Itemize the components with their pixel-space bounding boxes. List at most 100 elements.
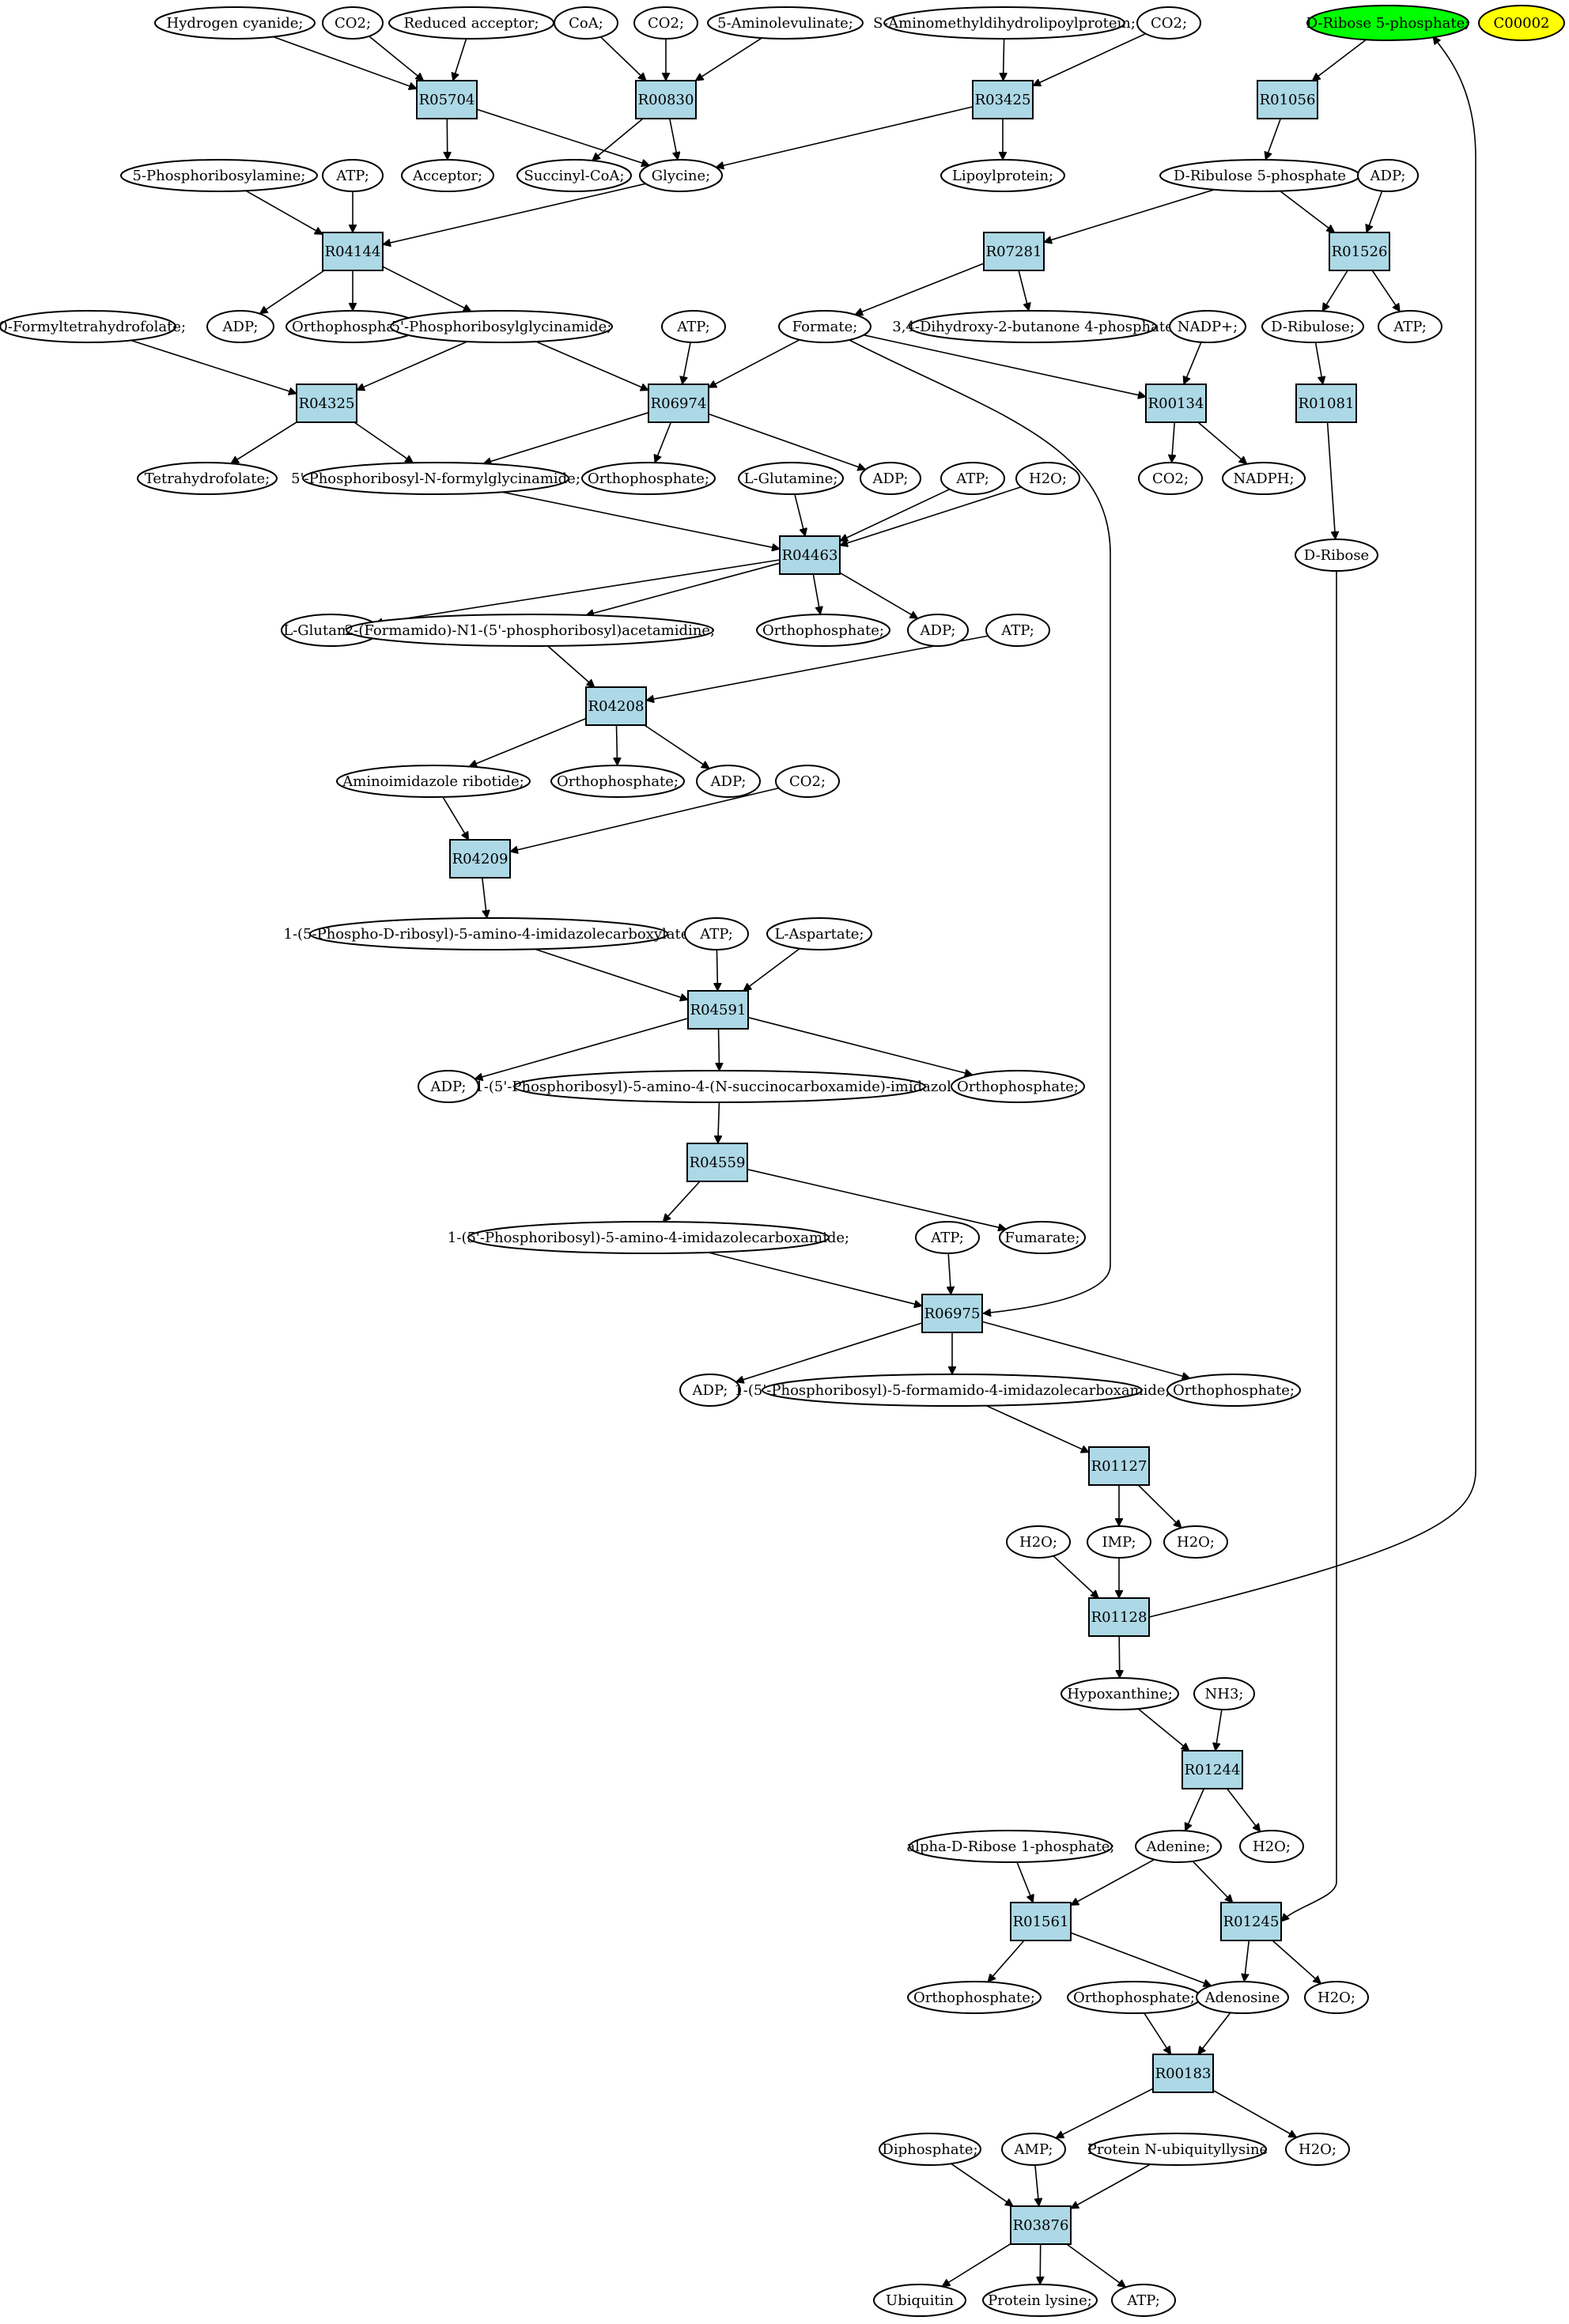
compound-adp-5[interactable]: ADP;: [418, 1070, 479, 1103]
compound-h2o-r01127[interactable]: H2O;: [1163, 1525, 1228, 1559]
compound-atp-5[interactable]: ATP;: [684, 917, 749, 950]
compound-succinyl-coa[interactable]: Succinyl-CoA;: [516, 159, 632, 192]
compound-orthophosphate-4[interactable]: Orthophosphate;: [550, 765, 685, 798]
compound-adenosine[interactable]: Adenosine: [1196, 1981, 1289, 2014]
compound-adp-2[interactable]: ADP;: [860, 462, 921, 495]
compound-saicar[interactable]: 1-(5'-Phosphoribosyl)-5-amino-4-(N-succi…: [474, 1070, 965, 1103]
reaction-r04325[interactable]: R04325: [296, 384, 357, 423]
reaction-r04209[interactable]: R04209: [449, 839, 511, 879]
compound-co2-b[interactable]: CO2;: [633, 6, 698, 40]
compound-h2o-1[interactable]: H2O;: [1015, 462, 1080, 495]
compound-diphosphate[interactable]: Diphosphate;: [879, 2133, 981, 2166]
compound-dihydroxy-butanone[interactable]: 3,4-Dihydroxy-2-butanone 4-phosphate: [892, 310, 1174, 343]
compound-orthophosphate-2[interactable]: Orthophosphate;: [581, 462, 716, 495]
compound-orthophosphate-7[interactable]: Orthophosphate;: [907, 1981, 1042, 2014]
compound-nadph[interactable]: NADPH;: [1222, 462, 1306, 495]
compound-protein-n-ubiquityllysine[interactable]: Protein N-ubiquityllysine: [1087, 2133, 1268, 2166]
compound-aminolevulinate[interactable]: 5-Aminolevulinate;: [707, 6, 864, 40]
compound-adenine[interactable]: Adenine;: [1135, 1830, 1222, 1863]
compound-l-glutamine[interactable]: L-Glutamine;: [738, 462, 844, 495]
reaction-r04463[interactable]: R04463: [779, 535, 841, 575]
reaction-r01127[interactable]: R01127: [1088, 1446, 1150, 1486]
reaction-r03425[interactable]: R03425: [972, 80, 1034, 119]
compound-hydrogen-cyanide[interactable]: Hydrogen cyanide;: [154, 6, 316, 40]
compound-atp-2[interactable]: ATP;: [661, 310, 726, 343]
compound-imp[interactable]: IMP;: [1087, 1525, 1151, 1559]
reaction-r04559[interactable]: R04559: [686, 1143, 748, 1182]
compound-fumarate[interactable]: Fumarate;: [999, 1221, 1086, 1254]
compound-coa[interactable]: CoA;: [554, 6, 618, 40]
compound-atp-r01526[interactable]: ATP;: [1378, 310, 1442, 343]
compound-ubiquitin[interactable]: Ubiquitin: [873, 2284, 966, 2317]
compound-h2o-r00183[interactable]: H2O;: [1285, 2133, 1350, 2166]
reaction-r06975[interactable]: R06975: [921, 1294, 983, 1333]
compound-h2o-r01244[interactable]: H2O;: [1239, 1830, 1304, 1863]
compound-glycine[interactable]: Glycine;: [639, 159, 723, 192]
compound-phosphoribosylamine[interactable]: 5-Phosphoribosylamine;: [120, 159, 318, 192]
compound-adp-r01526[interactable]: ADP;: [1357, 159, 1419, 192]
compound-s-aminomethyl[interactable]: S-Aminomethyldihydrolipoylprotein;: [873, 6, 1136, 40]
reaction-r04591[interactable]: R04591: [687, 990, 749, 1030]
compound-d-ribulose-5p[interactable]: D-Ribulose 5-phosphate: [1159, 159, 1360, 192]
compound-hypoxanthine[interactable]: Hypoxanthine;: [1060, 1677, 1179, 1710]
compound-adp-6[interactable]: ADP;: [679, 1374, 741, 1407]
compound-orthophosphate-1[interactable]: Orthophosphate;: [285, 310, 420, 343]
compound-protein-lysine[interactable]: Protein lysine;: [982, 2284, 1098, 2317]
compound-co2-d[interactable]: CO2;: [1138, 462, 1203, 495]
compound-adp-3[interactable]: ADP;: [907, 614, 969, 647]
compound-adp-4[interactable]: ADP;: [696, 765, 761, 798]
reaction-r00830[interactable]: R00830: [635, 80, 697, 119]
compound-cair[interactable]: 1-(5-Phospho-D-ribosyl)-5-amino-4-imidaz…: [284, 917, 694, 950]
reaction-r01526[interactable]: R01526: [1329, 232, 1390, 271]
reaction-r04144[interactable]: R04144: [322, 232, 384, 271]
compound-atp-3[interactable]: ATP;: [940, 462, 1005, 495]
compound-nadp-plus[interactable]: NADP+;: [1169, 310, 1246, 343]
compound-tetrahydrofolate[interactable]: Tetrahydrofolate;: [137, 462, 278, 495]
compound-faicar[interactable]: 1-(5'-Phosphoribosyl)-5-formamido-4-imid…: [734, 1374, 1170, 1407]
compound-orthophosphate-5[interactable]: Orthophosphate;: [951, 1070, 1085, 1103]
compound-orthophosphate-6[interactable]: Orthophosphate;: [1166, 1374, 1301, 1407]
compound-atp-7[interactable]: ATP;: [1111, 2284, 1176, 2317]
compound-orthophosphate-8[interactable]: Orthophosphate;: [1067, 1981, 1201, 2014]
compound-acceptor[interactable]: Acceptor;: [401, 159, 494, 192]
compound-fgar[interactable]: 5'-Phosphoribosyl-N-formylglycinamide;: [291, 462, 580, 495]
compound-d-ribose[interactable]: D-Ribose: [1295, 538, 1378, 572]
reaction-r03876[interactable]: R03876: [1010, 2205, 1072, 2245]
compound-reduced-acceptor[interactable]: Reduced acceptor;: [388, 6, 554, 40]
compound-co2-e[interactable]: CO2;: [775, 765, 840, 798]
compound-adp-1[interactable]: ADP;: [206, 310, 274, 343]
compound-air[interactable]: Aminoimidazole ribotide;: [336, 765, 531, 798]
compound-formate[interactable]: Formate;: [778, 310, 871, 343]
reaction-r01081[interactable]: R01081: [1295, 384, 1357, 423]
compound-aicar[interactable]: 1-(5'-Phosphoribosyl)-5-amino-4-imidazol…: [448, 1221, 849, 1254]
compound-atp-6[interactable]: ATP;: [915, 1221, 980, 1254]
compound-h2o-in[interactable]: H2O;: [1006, 1525, 1071, 1559]
compound-co2-a[interactable]: CO2;: [322, 6, 384, 40]
compound-alpha-d-ribose-1p[interactable]: alpha-D-Ribose 1-phosphate;: [906, 1830, 1115, 1863]
compound-orthophosphate-3[interactable]: Orthophosphate;: [756, 614, 890, 647]
reaction-r06974[interactable]: R06974: [648, 384, 709, 423]
reaction-r00134[interactable]: R00134: [1145, 384, 1207, 423]
reaction-r01244[interactable]: R01244: [1181, 1750, 1243, 1789]
compound-atp-1[interactable]: ATP;: [322, 159, 384, 192]
compound-nh3[interactable]: NH3;: [1193, 1677, 1255, 1710]
reaction-r01056[interactable]: R01056: [1257, 80, 1318, 119]
compound-formyl-thf[interactable]: 10-Formyltetrahydrofolate;: [0, 310, 186, 343]
compound-atp-4[interactable]: ATP;: [985, 614, 1050, 647]
compound-l-aspartate[interactable]: L-Aspartate;: [766, 917, 872, 950]
compound-co2-c[interactable]: CO2;: [1136, 6, 1201, 40]
compound-c00002[interactable]: C00002: [1478, 5, 1565, 41]
compound-amp[interactable]: AMP;: [1001, 2133, 1066, 2166]
reaction-r01245[interactable]: R01245: [1220, 1902, 1282, 1941]
reaction-r04208[interactable]: R04208: [585, 686, 647, 726]
compound-fgam[interactable]: 2-(Formamido)-N1-(5'-phosphoribosyl)acet…: [345, 614, 715, 647]
reaction-r00183[interactable]: R00183: [1152, 2054, 1214, 2093]
compound-d-ribulose[interactable]: D-Ribulose;: [1261, 310, 1364, 343]
compound-d-ribose-5p[interactable]: D-Ribose 5-phosphate;: [1306, 5, 1470, 41]
reaction-r01128[interactable]: R01128: [1088, 1597, 1150, 1637]
reaction-r07281[interactable]: R07281: [983, 232, 1045, 271]
compound-h2o-r01245[interactable]: H2O;: [1304, 1981, 1369, 2014]
reaction-r05704[interactable]: R05704: [416, 80, 478, 119]
compound-gar[interactable]: 5'-Phosphoribosylglycinamide;: [390, 310, 613, 343]
reaction-r01561[interactable]: R01561: [1010, 1902, 1072, 1941]
